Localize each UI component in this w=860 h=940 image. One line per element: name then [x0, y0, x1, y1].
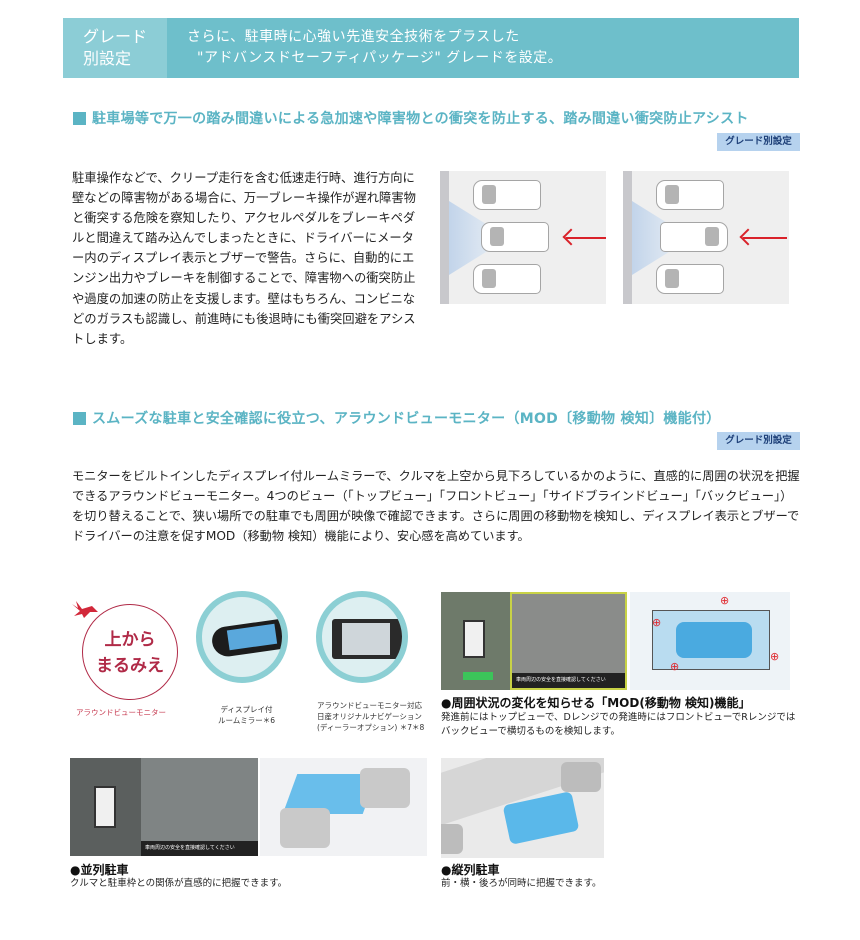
parked-car-icon — [656, 264, 724, 294]
arrow-left-icon — [566, 237, 606, 239]
parked-car-icon — [473, 264, 541, 294]
screen-message: 車両周辺の安全を直接確認してください — [512, 673, 625, 688]
around-view-description: モニターをビルトインしたディスプレイ付ルームミラーで、クルマを上空から見下ろして… — [72, 469, 800, 544]
top-view-screen — [441, 592, 510, 690]
grade-badge: グレード別設定 — [717, 432, 800, 450]
reversing-car-icon — [660, 222, 728, 252]
parallel-heading: ●並列駐車 — [70, 863, 129, 877]
forward-parking-diagram — [440, 171, 606, 304]
logo-line1: 上から — [104, 630, 156, 650]
detect-marker — [463, 672, 493, 680]
square-bullet-icon — [73, 411, 86, 425]
front-view-screen: 車両周辺の安全を直接確認してください — [510, 592, 627, 690]
grade-description: さらに、駐車時に心強い先進安全技術をプラスした "アドバンスドセーフティパッケー… — [167, 18, 562, 78]
section-title-text: 駐車場等で万一の踏み間違いによる急加速や障害物との衝突を防止する、踏み間違い衝突… — [92, 111, 749, 127]
car-top-icon — [463, 620, 485, 658]
section-title-text: スムーズな駐車と安全確認に役立つ、アラウンドビューモニター（MOD〔移動物 検知… — [92, 411, 721, 427]
parked-car-icon — [280, 808, 330, 848]
logo-caption: アラウンドビューモニター — [76, 708, 166, 717]
crosshair-icon: ⊕ — [720, 594, 730, 607]
reverse-parking-diagram — [623, 171, 789, 304]
nav-screen — [342, 623, 390, 655]
grade-tag-line1: グレード — [83, 27, 148, 46]
grade-header-band: グレード 別設定 さらに、駐車時に心強い先進安全技術をプラスした "アドバンスド… — [63, 18, 799, 78]
tandem-heading: ●縦列駐車 — [441, 863, 500, 877]
mod-heading: ●周囲状況の変化を知らせる「MOD(移動物 検知)機能」 — [441, 696, 751, 710]
wall — [623, 171, 632, 304]
parked-car-icon — [561, 762, 601, 792]
crosshair-icon: ⊕ — [670, 660, 680, 673]
moving-car-icon — [481, 222, 549, 252]
parallel-text: クルマと駐車枠との関係が直感的に把握できます。 — [70, 878, 288, 889]
parallel-rear-view: 車両周辺の安全を直接確認してください — [141, 758, 258, 856]
grade-tag-line2: 別設定 — [83, 49, 132, 68]
grade-tag: グレード 別設定 — [63, 18, 167, 78]
logo-line2: まるみえ — [96, 656, 164, 676]
mod-diagram: ⊕ ⊕ ⊕ ⊕ — [630, 592, 790, 690]
wall — [440, 171, 449, 304]
around-view-logo: 上から まるみえ — [82, 604, 178, 700]
tandem-text: 前・横・後ろが同時に把握できます。 — [441, 878, 602, 889]
section-title-around-view: スムーズな駐車と安全確認に役立つ、アラウンドビューモニター（MOD〔移動物 検知… — [73, 408, 721, 428]
arrow-left-icon — [743, 237, 787, 239]
pedal-assist-description: 駐車操作などで、クリープ走行を含む低速走行時、進行方向に壁などの障害物がある場合… — [72, 171, 416, 346]
nav-caption: アラウンドビューモニター対応日産オリジナルナビゲーション(ディーラーオプション)… — [317, 701, 425, 732]
square-bullet-icon — [73, 111, 86, 125]
grade-description-line2: "アドバンスドセーフティパッケージ" グレードを設定。 — [197, 50, 563, 66]
parked-car-icon — [656, 180, 724, 210]
parked-car-icon — [473, 180, 541, 210]
mirror-photo — [196, 591, 288, 683]
tandem-diagram — [441, 758, 604, 858]
car-top-icon — [676, 622, 752, 658]
parked-car-icon — [360, 768, 410, 808]
screen-message: 車両周辺の安全を直接確認してください — [141, 841, 258, 856]
grade-badge: グレード別設定 — [717, 133, 800, 151]
grade-description-line1: さらに、駐車時に心強い先進安全技術をプラスした — [187, 29, 520, 45]
parallel-top-view — [70, 758, 141, 856]
crosshair-icon: ⊕ — [770, 650, 780, 663]
mirror-caption: ディスプレイ付 ルームミラー＊6 — [218, 705, 276, 725]
navigation-photo — [316, 591, 408, 683]
parallel-diagram — [260, 758, 427, 856]
bird-icon — [72, 601, 98, 618]
parked-car-icon — [441, 824, 463, 854]
crosshair-icon: ⊕ — [652, 616, 662, 629]
car-top-icon — [94, 786, 116, 828]
section-title-pedal-assist: 駐車場等で万一の踏み間違いによる急加速や障害物との衝突を防止する、踏み間違い衝突… — [73, 108, 749, 128]
mod-text: 発進前にはトップビューで、Dレンジでの発進時にはフロントビューでRレンジではバッ… — [441, 712, 796, 737]
